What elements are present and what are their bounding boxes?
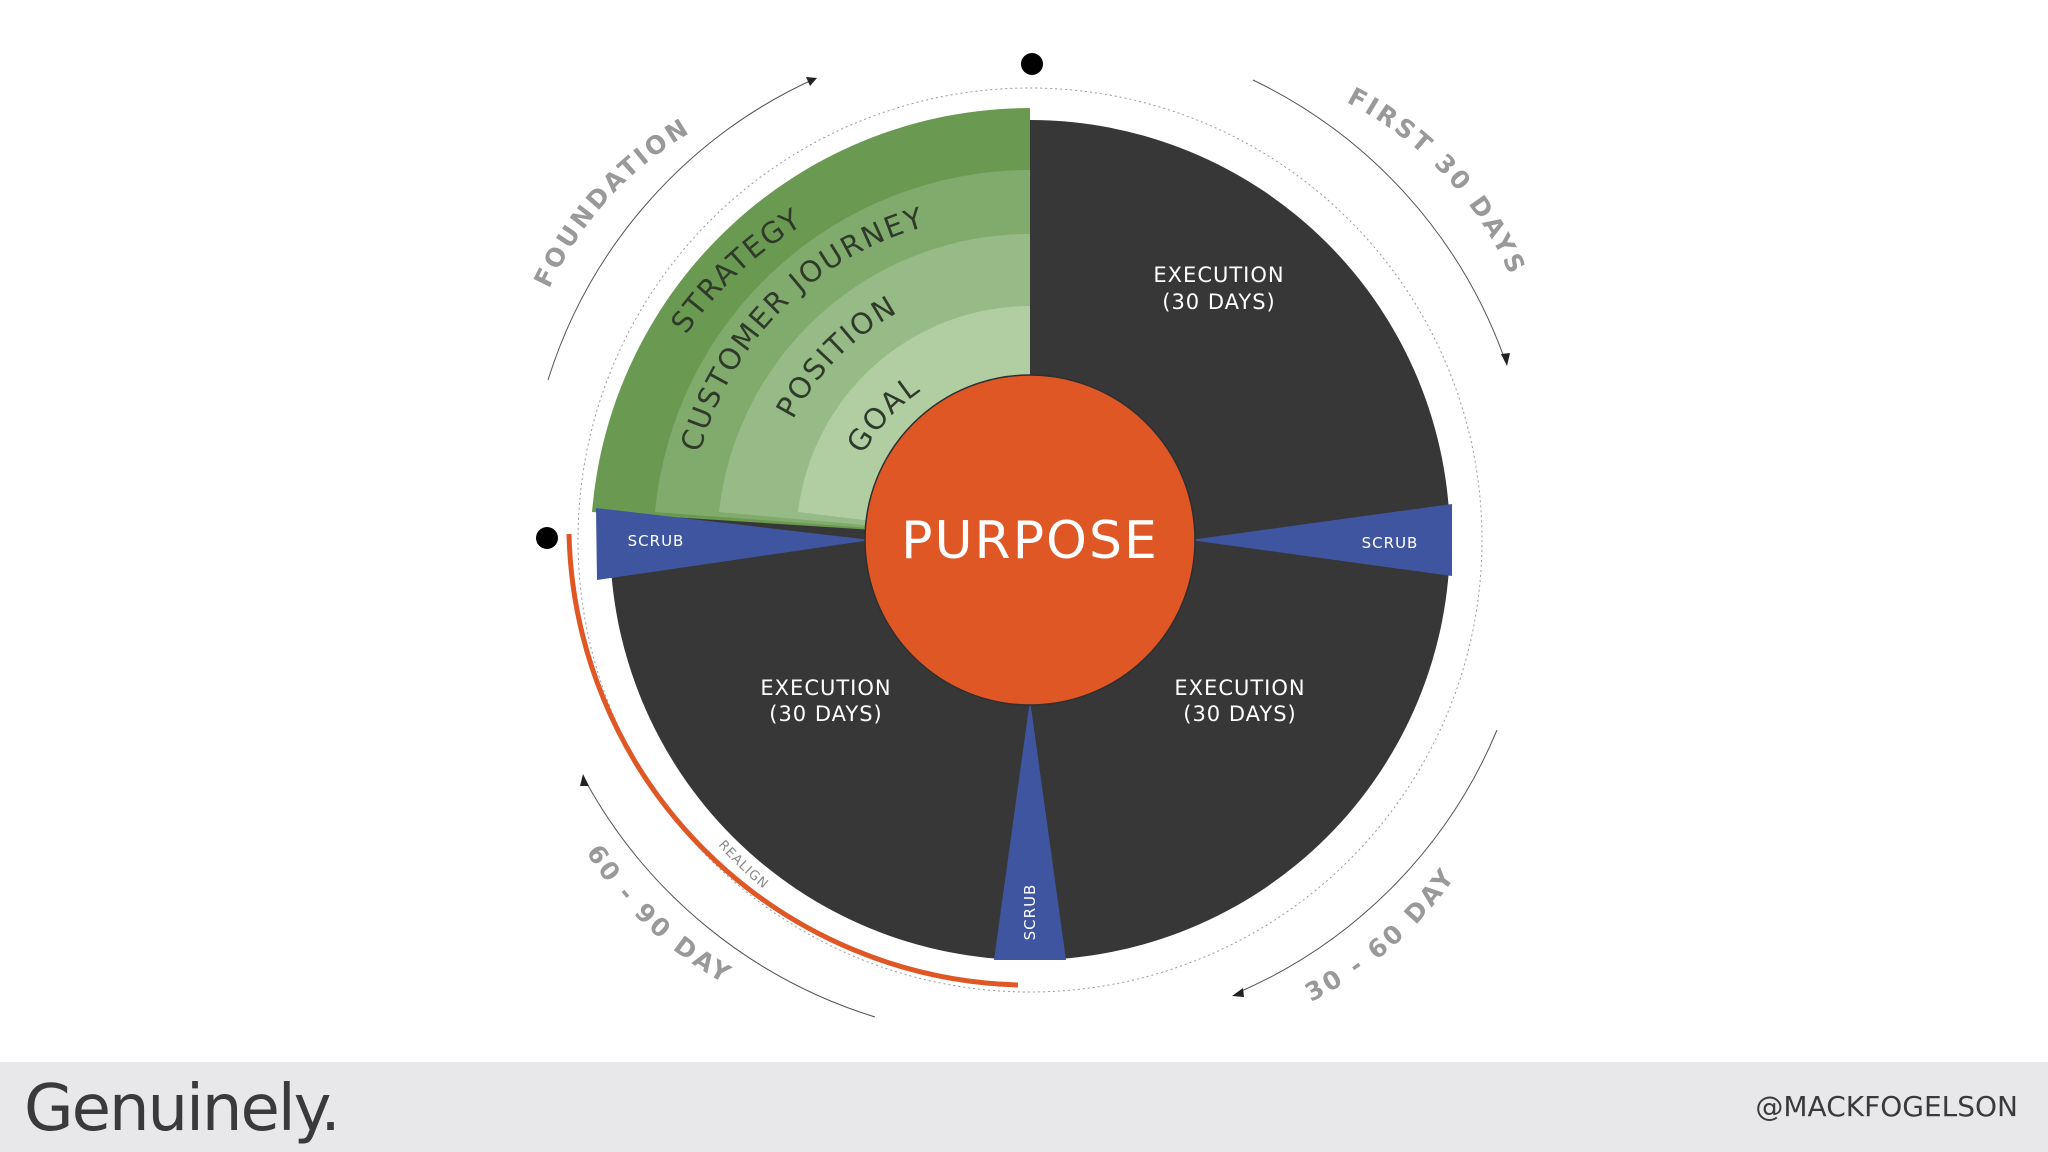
- execution-label-bottom-right: EXECUTION: [1174, 676, 1305, 700]
- start-dot-left: [536, 527, 558, 549]
- execution-duration-top-right: (30 DAYS): [1162, 290, 1275, 314]
- scrub-label-left: SCRUB: [628, 532, 685, 550]
- phase-label-foundation: FOUNDATION: [528, 112, 695, 292]
- realign-arc: [566, 533, 1019, 988]
- phase-label-first-30-days: FIRST 30 DAYS: [1343, 82, 1532, 281]
- outer-dotted-ring: [577, 87, 1483, 993]
- scrub-wedge-right: [1190, 504, 1452, 576]
- execution-label-top-right: EXECUTION: [1153, 263, 1284, 287]
- scrub-wedge-bottom: [994, 700, 1066, 960]
- 60-90-arrow: [584, 779, 876, 1018]
- foundation-arrow: [547, 79, 813, 381]
- first-30-arrow: [1252, 79, 1506, 361]
- purpose-label: PURPOSE: [901, 511, 1159, 571]
- first-30-arrowhead: [1501, 353, 1510, 366]
- footer-bar: Genuinely. @MACKFOGELSON: [0, 1062, 2048, 1152]
- 60-90-arrowhead: [580, 774, 589, 786]
- social-handle: @MACKFOGELSON: [1755, 1090, 2018, 1123]
- brand-logo-text: Genuinely.: [24, 1072, 341, 1146]
- cycle-diagram: PURPOSE EXECUTION (30 DAYS) EXECUTION (3…: [0, 0, 1532, 1018]
- execution-duration-bottom-right: (30 DAYS): [1183, 702, 1296, 726]
- 30-60-arrowhead: [1232, 988, 1244, 997]
- start-dot-top: [1021, 53, 1043, 75]
- scrub-wedge-left: [596, 508, 871, 580]
- execution-label-bottom-left: EXECUTION: [760, 676, 891, 700]
- execution-duration-bottom-left: (30 DAYS): [769, 702, 882, 726]
- 30-60-arrow: [1236, 729, 1498, 994]
- purpose-circle: [864, 374, 1196, 706]
- foundation-arrowhead: [806, 77, 817, 86]
- scrub-label-bottom: SCRUB: [1021, 884, 1039, 941]
- scrub-label-right: SCRUB: [1362, 534, 1419, 552]
